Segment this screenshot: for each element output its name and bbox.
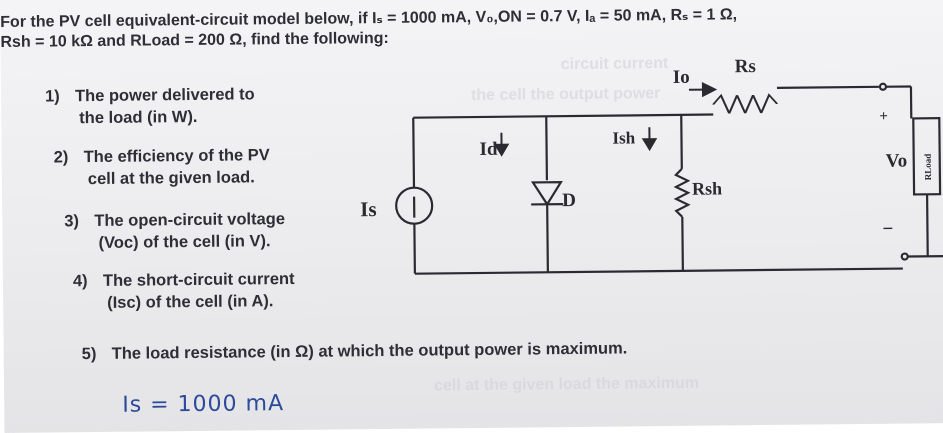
diode-label: D [562,190,576,211]
output-voltage-label: Vo [886,151,908,172]
shunt-wire-top [680,114,683,169]
load-wire-bottom-v [925,194,929,257]
diode-current-label: Id [479,139,498,160]
bottom-wire [414,267,903,275]
id-arrow-head-icon [493,143,510,157]
series-resistor-label: Rs [735,56,756,77]
output-wire-top [776,85,879,89]
current-source-symbol [395,186,434,225]
diode-triangle [530,181,563,207]
diode-wire-bottom [546,204,549,273]
shunt-resistor-zigzag [673,168,691,218]
output-current-label: Io [673,67,690,88]
top-wire [413,113,714,119]
plus-sign: + [879,109,888,125]
io-arrow-head-icon [701,82,718,98]
shunt-resistor-label: Rsh [692,178,722,198]
shunt-wire-bottom [681,216,684,271]
ish-arrow-head-icon [641,138,658,152]
shunt-current-label: Ish [612,128,635,147]
minus-sign: − [882,219,893,240]
diode-wire-top [545,116,549,181]
load-resistor-label: RLoad [923,154,933,181]
output-terminal-top [878,82,888,91]
source-label: Is [360,197,377,221]
source-wire-top [412,117,416,188]
output-terminal-bottom [900,252,909,261]
source-wire-bottom [413,223,416,274]
series-resistor-zigzag [712,93,779,114]
